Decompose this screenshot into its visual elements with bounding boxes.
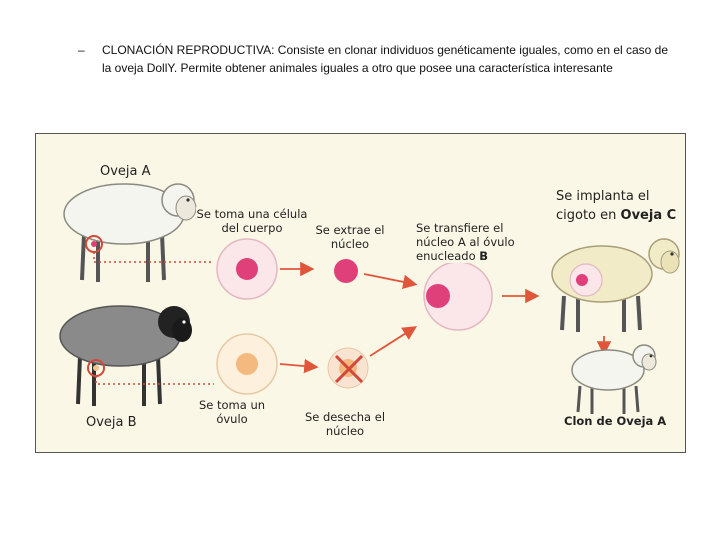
step-body-cell-line-1: Se toma una célula — [196, 207, 308, 221]
sheep-b-illustration — [59, 305, 214, 406]
reconstructed-egg-nucleus — [426, 284, 450, 308]
sheep-a-illustration — [63, 183, 214, 282]
step-transfer-line-2: núcleo A al óvulo — [416, 235, 515, 249]
step-extract-line-2: núcleo — [330, 237, 370, 251]
step-transfer-line-3-prefix: enucleado — [416, 249, 480, 263]
step-body-cell-line-2: del cuerpo — [221, 221, 283, 235]
step-extract-line-1: Se extrae el — [315, 223, 385, 237]
step-transfer-line-1: Se transfiere el — [416, 221, 504, 235]
clone-label: Clon de Oveja A — [564, 414, 667, 428]
step-implant-line-2-prefix: cigoto en — [556, 208, 621, 223]
bullet-text: CLONACIÓN REPRODUCTIVA: Consiste en clon… — [102, 43, 669, 75]
step-egg-line-2: óvulo — [216, 412, 248, 426]
sheep-c-illustration — [551, 238, 680, 332]
cloning-diagram: Oveja A Oveja B Se toma una célula del c… — [35, 133, 686, 453]
step-transfer-letter-b: B — [479, 249, 489, 263]
diagram-drawing — [59, 183, 680, 414]
egg-cell-nucleus — [236, 353, 258, 375]
step-egg-line-1: Se toma un — [198, 398, 266, 412]
step-body-cell-label: Se toma una célula del cuerpo — [196, 207, 308, 235]
body-cell-nucleus — [236, 258, 258, 280]
step-discard-line-2: núcleo — [325, 424, 365, 438]
clone-illustration — [571, 344, 657, 414]
arrow-nucleus-to-egg — [363, 273, 418, 289]
step-extract-label: Se extrae el núcleo — [310, 223, 390, 251]
arrow-egg-to-reconstructed — [369, 326, 418, 357]
step-discard-label: Se desecha el núcleo — [302, 410, 388, 438]
arrow-egg-to-discard — [279, 358, 319, 374]
step-implant-line-1: Se implanta el — [556, 189, 650, 204]
step-implant-line-2: cigoto en Oveja C — [556, 209, 678, 223]
sheep-a-label: Oveja A — [100, 164, 151, 179]
step-transfer-label: Se transfiere el núcleo A al óvulo enucl… — [416, 221, 526, 263]
step-transfer-line-3: enucleado B — [416, 249, 526, 263]
extracted-nucleus — [334, 259, 358, 283]
step-implant-label: Se implanta el cigoto en Oveja C — [556, 190, 678, 223]
step-egg-label: Se toma un óvulo — [196, 398, 268, 426]
step-implant-sheep-c: Oveja C — [620, 208, 677, 223]
step-discard-line-1: Se desecha el — [304, 410, 386, 424]
bullet-dash: – — [78, 43, 85, 57]
sheep-b-label: Oveja B — [86, 415, 137, 430]
